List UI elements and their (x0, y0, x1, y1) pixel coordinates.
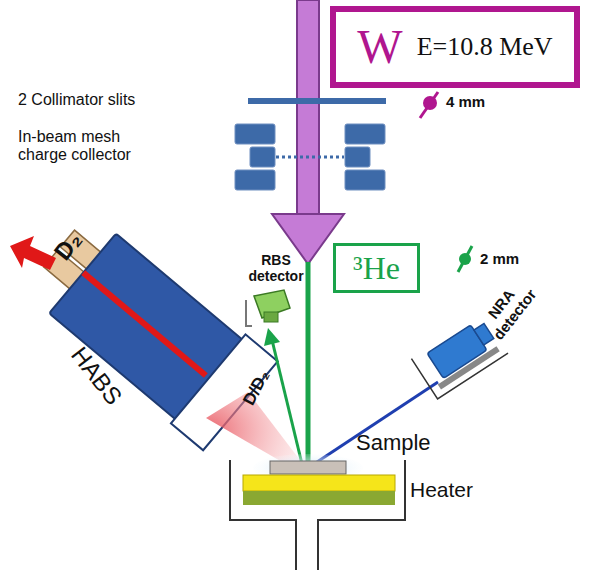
part-label: HABS (66, 342, 128, 410)
beam-box: ³He (333, 243, 420, 293)
he3-beam (306, 262, 311, 464)
beam-size-marker (420, 92, 438, 118)
heater-base (243, 491, 395, 505)
heater-housing (230, 460, 405, 570)
part-label: In-beam mesh charge collector (18, 128, 136, 165)
gas-inlet-arrow (10, 236, 56, 270)
part-label: NRA detector (470, 267, 546, 351)
part-label: RBS detector (246, 252, 306, 284)
collimator-slits (248, 98, 386, 104)
beam-box: W E=10.8 MeV (330, 6, 580, 88)
gas-label: D₂ (49, 226, 88, 265)
beam-energy: E=10.8 MeV (417, 34, 553, 60)
dimension: 4 mm (446, 93, 485, 110)
beam-ion: ³He (353, 252, 400, 284)
rbs-detector (246, 290, 290, 326)
sample-plate (270, 461, 346, 474)
rbs-particle-arrow (264, 328, 302, 464)
part-label: 2 Collimator slits (18, 91, 135, 109)
part-label: Heater (410, 478, 473, 502)
dimension: 2 mm (480, 250, 519, 267)
heater-plate (243, 475, 395, 491)
part-label: Sample (356, 430, 431, 455)
beam-ion: W (357, 23, 402, 71)
beam-size-marker (458, 246, 472, 272)
nra-particle-line (314, 382, 438, 464)
particle-label: D/D₂ (239, 367, 274, 409)
mesh-charge-collector (235, 124, 385, 190)
